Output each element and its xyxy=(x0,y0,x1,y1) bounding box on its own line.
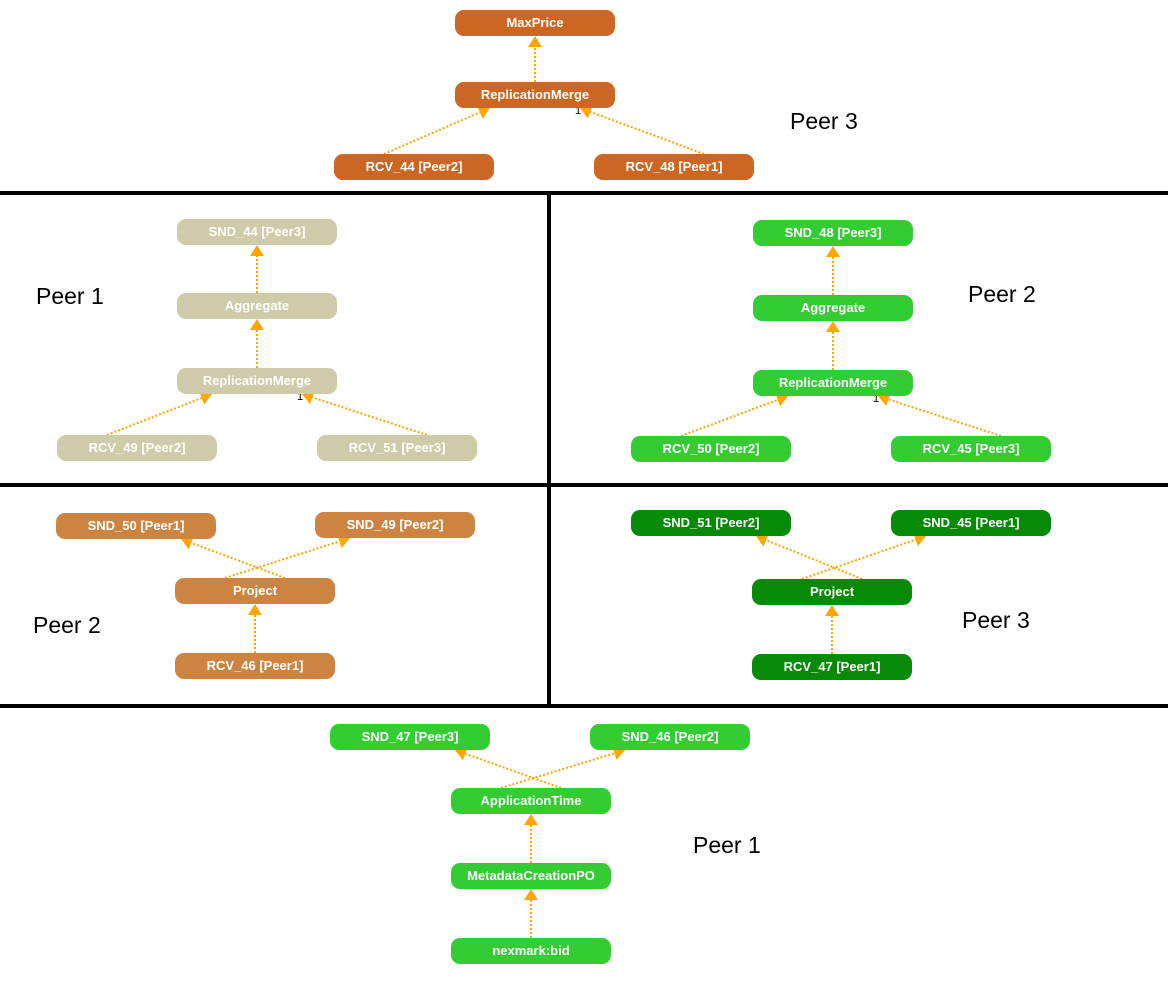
node-peer3-top-rcv48[interactable]: RCV_48 [Peer1] xyxy=(594,154,754,180)
node-peer2-right-aggregate[interactable]: Aggregate xyxy=(753,295,913,321)
edge-peer3-right-rcv47-to-project xyxy=(825,605,839,654)
node-peer3-top-replmerge[interactable]: ReplicationMerge xyxy=(455,82,615,108)
node-peer1-left-rcv49[interactable]: RCV_49 [Peer2] xyxy=(57,435,217,461)
node-peer3-top-maxprice[interactable]: MaxPrice xyxy=(455,10,615,36)
node-peer2-left-rcv46[interactable]: RCV_46 [Peer1] xyxy=(175,653,335,679)
edge-peer3-top-rcv48-to-replmerge xyxy=(580,105,705,155)
divider-middle xyxy=(0,483,1168,487)
edge-peer2-right-replmerge-to-aggregate xyxy=(826,321,840,370)
edge-peer1-bottom-apptime-to-snd46 xyxy=(500,746,625,789)
node-peer2-right-rcv50[interactable]: RCV_50 [Peer2] xyxy=(631,436,791,462)
edge-peer1-bottom-nexmark-to-metadata xyxy=(524,889,538,938)
edge-peer2-left-project-to-snd50 xyxy=(181,536,286,579)
divider-bottom xyxy=(0,704,1168,708)
node-peer1-left-snd44[interactable]: SND_44 [Peer3] xyxy=(177,219,337,245)
node-peer3-right-project[interactable]: Project xyxy=(752,579,912,605)
divider-vertical xyxy=(547,191,551,708)
peer-label-peer3-right: Peer 3 xyxy=(962,607,1030,633)
edge-peer1-left-aggregate-to-snd44 xyxy=(250,245,264,293)
peer-label-peer1-bottom: Peer 1 xyxy=(693,832,761,858)
peer-label-peer2-right: Peer 2 xyxy=(968,281,1036,307)
node-peer1-left-aggregate[interactable]: Aggregate xyxy=(177,293,337,319)
node-peer1-bottom-nexmark[interactable]: nexmark:bid xyxy=(451,938,611,964)
divider-top xyxy=(0,191,1168,195)
peer-label-peer3-top: Peer 3 xyxy=(790,108,858,134)
node-peer2-left-project[interactable]: Project xyxy=(175,578,335,604)
edge-peer1-bottom-metadata-to-apptime xyxy=(524,814,538,863)
edge-peer2-right-aggregate-to-snd48 xyxy=(826,246,840,295)
edge-port-label: 1 xyxy=(575,105,582,117)
edge-peer3-right-project-to-snd51 xyxy=(756,533,863,580)
node-peer1-bottom-snd46[interactable]: SND_46 [Peer2] xyxy=(590,724,750,750)
edge-peer3-right-project-to-snd45 xyxy=(801,532,926,580)
node-peer1-bottom-snd47[interactable]: SND_47 [Peer3] xyxy=(330,724,490,750)
node-peer3-right-rcv47[interactable]: RCV_47 [Peer1] xyxy=(752,654,912,680)
edge-peer2-right-rcv45-to-replmerge xyxy=(878,392,1002,437)
edge-peer2-left-project-to-snd49 xyxy=(224,534,350,579)
node-peer2-right-rcv45[interactable]: RCV_45 [Peer3] xyxy=(891,436,1051,462)
node-peer2-left-snd49[interactable]: SND_49 [Peer2] xyxy=(315,512,475,538)
node-peer2-left-snd50[interactable]: SND_50 [Peer1] xyxy=(56,513,216,539)
edge-port-label: 1 xyxy=(297,391,304,403)
node-peer3-right-snd51[interactable]: SND_51 [Peer2] xyxy=(631,510,791,536)
node-peer1-left-rcv51[interactable]: RCV_51 [Peer3] xyxy=(317,435,477,461)
peer-label-peer2-left: Peer 2 xyxy=(33,612,101,638)
edge-peer2-left-rcv46-to-project xyxy=(248,604,262,653)
edge-peer3-top-rcv44-to-replmerge xyxy=(383,105,490,155)
edge-peer3-top-replmerge-to-maxprice xyxy=(528,36,542,82)
node-peer3-top-rcv44[interactable]: RCV_44 [Peer2] xyxy=(334,154,494,180)
node-peer2-right-replmerge[interactable]: ReplicationMerge xyxy=(753,370,913,396)
node-peer1-bottom-apptime[interactable]: ApplicationTime xyxy=(451,788,611,814)
node-peer3-right-snd45[interactable]: SND_45 [Peer1] xyxy=(891,510,1051,536)
edge-peer1-bottom-apptime-to-snd47 xyxy=(455,747,562,789)
edge-peer1-left-replmerge-to-aggregate xyxy=(250,319,264,368)
edge-peer2-right-rcv50-to-replmerge xyxy=(680,393,788,437)
node-peer1-bottom-metadata[interactable]: MetadataCreationPO xyxy=(451,863,611,889)
edge-port-label: 1 xyxy=(873,393,880,405)
node-peer1-left-replmerge[interactable]: ReplicationMerge xyxy=(177,368,337,394)
node-peer2-right-snd48[interactable]: SND_48 [Peer3] xyxy=(753,220,913,246)
edge-peer1-left-rcv49-to-replmerge xyxy=(106,391,212,436)
edge-peer1-left-rcv51-to-replmerge xyxy=(302,390,428,436)
peer-label-peer1-left: Peer 1 xyxy=(36,283,104,309)
